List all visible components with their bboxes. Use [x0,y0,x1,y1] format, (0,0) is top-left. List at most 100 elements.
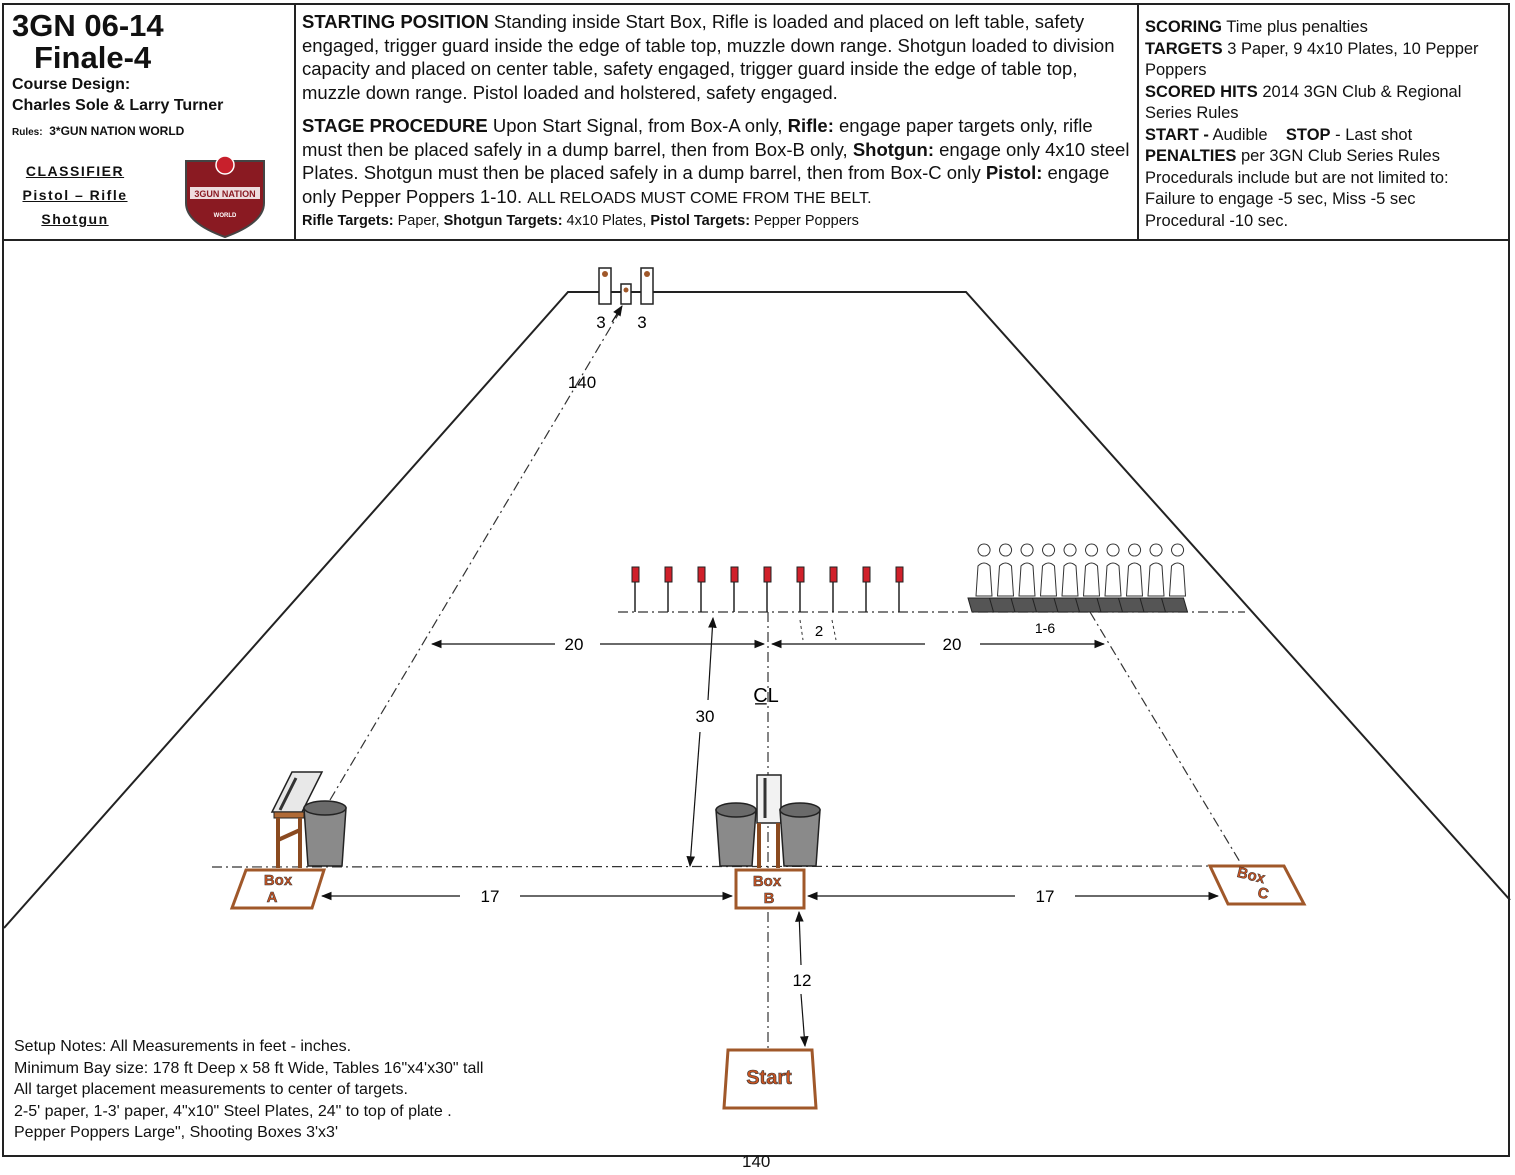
pepper-popper [1096,543,1124,613]
plate-spacing-label: 2 [815,623,823,640]
depth-arrow-up [707,616,717,701]
failure-penalty-line: Failure to engage -5 sec, Miss -5 sec [1145,190,1416,208]
right-offset-label: 20 [943,635,962,654]
steel-plate [763,566,772,612]
classifier-block: CLASSIFIER Pistol – Rifle Shotgun [11,159,139,231]
steel-plate [631,566,640,612]
box-spacing-right-label: 17 [1036,887,1055,906]
start-label: Start [746,1067,792,1089]
box-a-label: Box [264,872,293,889]
depth-label: 30 [696,707,715,726]
rifle-targets-label: Rifle Targets: [302,213,394,229]
barrel-b-left [715,802,757,867]
barrel-a [303,800,347,867]
scoring-label: SCORING [1145,18,1223,36]
procedure-text-1: Upon Start Signal, from Box-A only, [487,115,788,136]
rifle-targets-value: Paper, [393,213,444,229]
course-design-label: Course Design: [12,76,131,93]
paper-targets [598,267,654,305]
stage-id: 3GN 06-14 [12,8,164,43]
steel-plate [862,566,871,612]
stop-value: - Last shot [1330,125,1413,144]
pistol-targets-label: Pistol Targets: [650,213,751,229]
stage-title-block: 3GN 06-14 Finale-4 Course Design: Charle… [4,5,296,239]
starting-position: STARTING POSITION Standing inside Start … [302,10,1131,104]
paper-target-center-dot [623,287,629,293]
start-distance-arrow-up [795,910,804,966]
logo-text: 3GUN NATION [194,189,255,199]
pepper-popper [1139,543,1167,613]
scored-hits-line: SCORED HITS 2014 3GN Club & Regional Ser… [1145,82,1502,125]
box-c-label: Box [1235,864,1267,888]
pepper-poppers [967,543,1189,613]
stage-header: 3GN 06-14 Finale-4 Course Design: Charle… [2,3,1510,241]
steel-plate [664,566,673,612]
setup-notes: Setup Notes: All Measurements in feet - … [14,1036,483,1144]
box-a: Box A [229,868,327,910]
penalties-label: PENALTIES [1145,147,1237,165]
targets-label: TARGETS [1145,39,1223,58]
left-offset-label: 20 [565,635,584,654]
classifier-label: CLASSIFIER [25,163,125,179]
paper-target-center [620,283,632,305]
start-label: START - [1145,125,1209,144]
starting-position-label: STARTING POSITION [302,11,489,32]
setup-note: 2-5' paper, 1-3' paper, 4"x10" Steel Pla… [14,1102,452,1120]
paper-target-right [640,267,654,305]
3gun-nation-logo: 3GUN NATION WORLD [185,155,265,239]
pepper-popper [1053,543,1081,613]
steel-plate [730,566,739,612]
procedural-penalty-line: Procedural -10 sec. [1145,211,1289,230]
box-b-letter: B [764,890,775,907]
paper-target-left [598,267,612,305]
stop-label: STOP [1285,125,1331,144]
start-value: Audible [1208,125,1286,144]
paper-target-right-dot [644,271,650,277]
pepper-popper [1117,543,1146,613]
setup-note: All target placement measurements to cen… [14,1081,408,1098]
scored-hits-value: 2014 3GN Club & Regional Series Rules [1145,82,1462,123]
steel-plate [697,566,706,612]
steel-plate [829,566,838,612]
centerline-label: C̲L [753,685,779,707]
rules-label: Rules: [12,127,43,138]
start-box: Start [722,1048,818,1110]
setup-note: Setup Notes: All Measurements in feet - … [14,1038,352,1055]
steel-plate [895,566,904,612]
classifier-divisions: Pistol – Rifle [22,187,128,203]
box-a-letter: A [267,889,278,906]
scoring-line: SCORING Time plus penalties [1145,17,1502,39]
paper-spacing-left: 3 [596,313,605,332]
bay-outline [3,291,1511,929]
procedure-pistol: Pistol: [985,162,1043,183]
paper-spacing-right: 3 [637,313,646,332]
procedure-rifle: Rifle: [787,115,834,136]
pistol-targets-value: Pepper Poppers [750,213,859,229]
pepper-popper [988,543,1017,613]
penalties-value: per 3GN Club Series Rules [1236,147,1440,165]
scored-hits-label: SCORED HITS [1145,82,1258,101]
box-c-letter: C [1256,884,1271,903]
stage-name: Finale-4 [34,40,152,75]
shotgun-targets-value: 4x10 Plates, [562,213,651,229]
procedure-block: STARTING POSITION Standing inside Start … [296,5,1139,239]
logo-subtext: WORLD [214,213,237,219]
popper-numbers-label: 1-6 [1035,620,1055,636]
box-spacing-left-label: 17 [481,887,500,906]
course-designers: Charles Sole & Larry Turner [12,97,224,114]
barrel-b-right [779,802,821,867]
stage-procedure: STAGE PROCEDURE Upon Start Signal, from … [302,114,1131,210]
start-distance-arrow-down [799,993,809,1048]
procedure-text-3: engage only 4x10 steel Plates. Shotgun m… [302,138,1130,184]
starting-position-text: Standing inside Start Box, Rifle is load… [302,11,1115,103]
rules-value: 3*GUN NATION WORLD [49,124,185,138]
targets-line: Rifle Targets: Paper, Shotgun Targets: 4… [302,213,1131,229]
procedurals-line: Procedurals include but are not limited … [1145,168,1449,187]
start-stop-line: START - Audible STOP - Last shot [1145,125,1502,147]
classifier-shotgun: Shotgun [41,211,109,227]
rifle-distance-label: 140 [568,373,596,392]
box-b: Box B [734,868,806,910]
pepper-popper [1074,543,1103,613]
sight-lines [211,307,1246,1050]
